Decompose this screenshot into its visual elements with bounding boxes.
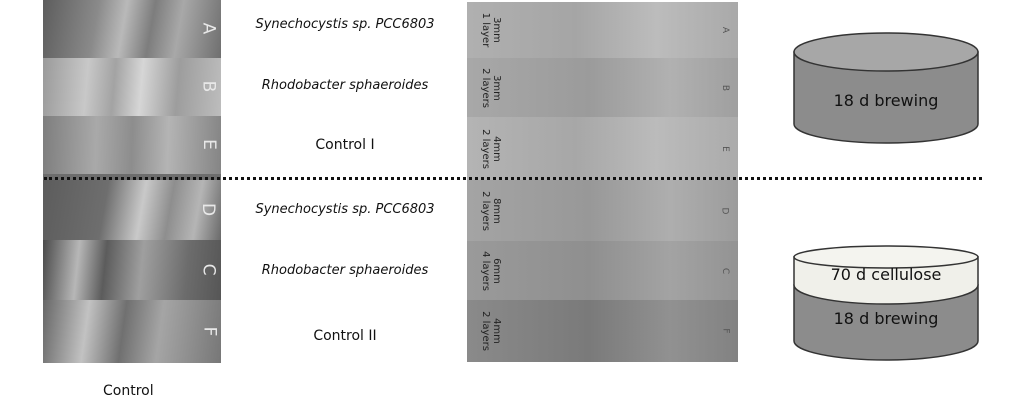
left-letter-f: F xyxy=(199,326,220,337)
label-control-ii: Control II xyxy=(313,328,377,344)
left-photo-strip-c: C xyxy=(43,240,221,300)
right-photo-strip-a: 3mm 1 layer A xyxy=(467,2,738,58)
bottom-cylinder-lid xyxy=(793,245,979,269)
top-cylinder-lid xyxy=(793,32,979,72)
measurement-c: 6mm 4 layers xyxy=(480,250,502,291)
bottom-container-label: 18 d brewing xyxy=(834,309,939,328)
left-photo-strip-f: F xyxy=(43,300,221,363)
right-photo-strip-b: 3mm 2 layers B xyxy=(467,58,738,117)
right-letter-f: F xyxy=(720,328,731,334)
bottom-cylinder-body xyxy=(793,284,979,361)
left-letter-e: E xyxy=(199,139,220,151)
cellulose-label: 70 d cellulose xyxy=(831,265,942,284)
label-synechocystis-bottom: Synechocystis sp. PCC6803 xyxy=(255,202,435,217)
left-letter-b: B xyxy=(198,80,219,94)
bottom-container-diagram: 70 d cellulose 18 d brewing xyxy=(793,245,979,361)
left-letter-d: D xyxy=(197,202,218,218)
measurement-b: 3mm 2 layers xyxy=(480,67,502,108)
left-letter-a: A xyxy=(198,22,219,36)
left-photo-panel: A B E D C F xyxy=(43,0,221,363)
top-container-label: 18 d brewing xyxy=(834,91,939,110)
measurement-f: 4mm 2 layers xyxy=(480,311,502,351)
right-letter-a: A xyxy=(719,26,730,34)
label-control-i: Control I xyxy=(315,137,375,153)
right-photo-strip-f: 4mm 2 layers F xyxy=(467,300,738,362)
left-photo-strip-b: B xyxy=(43,58,221,116)
top-cylinder-body xyxy=(793,51,979,144)
right-letter-e: E xyxy=(720,145,731,152)
right-photo-strip-e: 4mm 2 layers E xyxy=(467,117,738,180)
left-panel-caption: Control xyxy=(103,383,154,399)
left-photo-strip-d: D xyxy=(43,180,221,240)
right-letter-b: B xyxy=(719,84,730,91)
left-letter-c: C xyxy=(198,263,219,277)
right-photo-strip-c: 6mm 4 layers C xyxy=(467,241,738,300)
cellulose-layer xyxy=(793,256,979,305)
left-photo-strip-e: E xyxy=(43,116,221,174)
measurement-d: 8mm 2 layers xyxy=(480,190,502,231)
right-photo-panel: 3mm 1 layer A 3mm 2 layers B 4mm 2 layer… xyxy=(467,2,738,362)
right-photo-strip-d: 8mm 2 layers D xyxy=(467,180,738,241)
right-letter-d: D xyxy=(719,207,730,214)
right-letter-c: C xyxy=(719,267,730,274)
top-container-diagram: 18 d brewing xyxy=(793,32,979,144)
left-photo-strip-a: A xyxy=(43,0,221,58)
group-divider xyxy=(44,177,982,180)
label-rhodobacter-top: Rhodobacter sphaeroides xyxy=(261,78,429,93)
measurement-e: 4mm 2 layers xyxy=(480,128,502,169)
measurement-a: 3mm 1 layer xyxy=(480,12,502,48)
label-synechocystis-top: Synechocystis sp. PCC6803 xyxy=(255,17,435,32)
label-rhodobacter-bottom: Rhodobacter sphaeroides xyxy=(261,263,429,278)
